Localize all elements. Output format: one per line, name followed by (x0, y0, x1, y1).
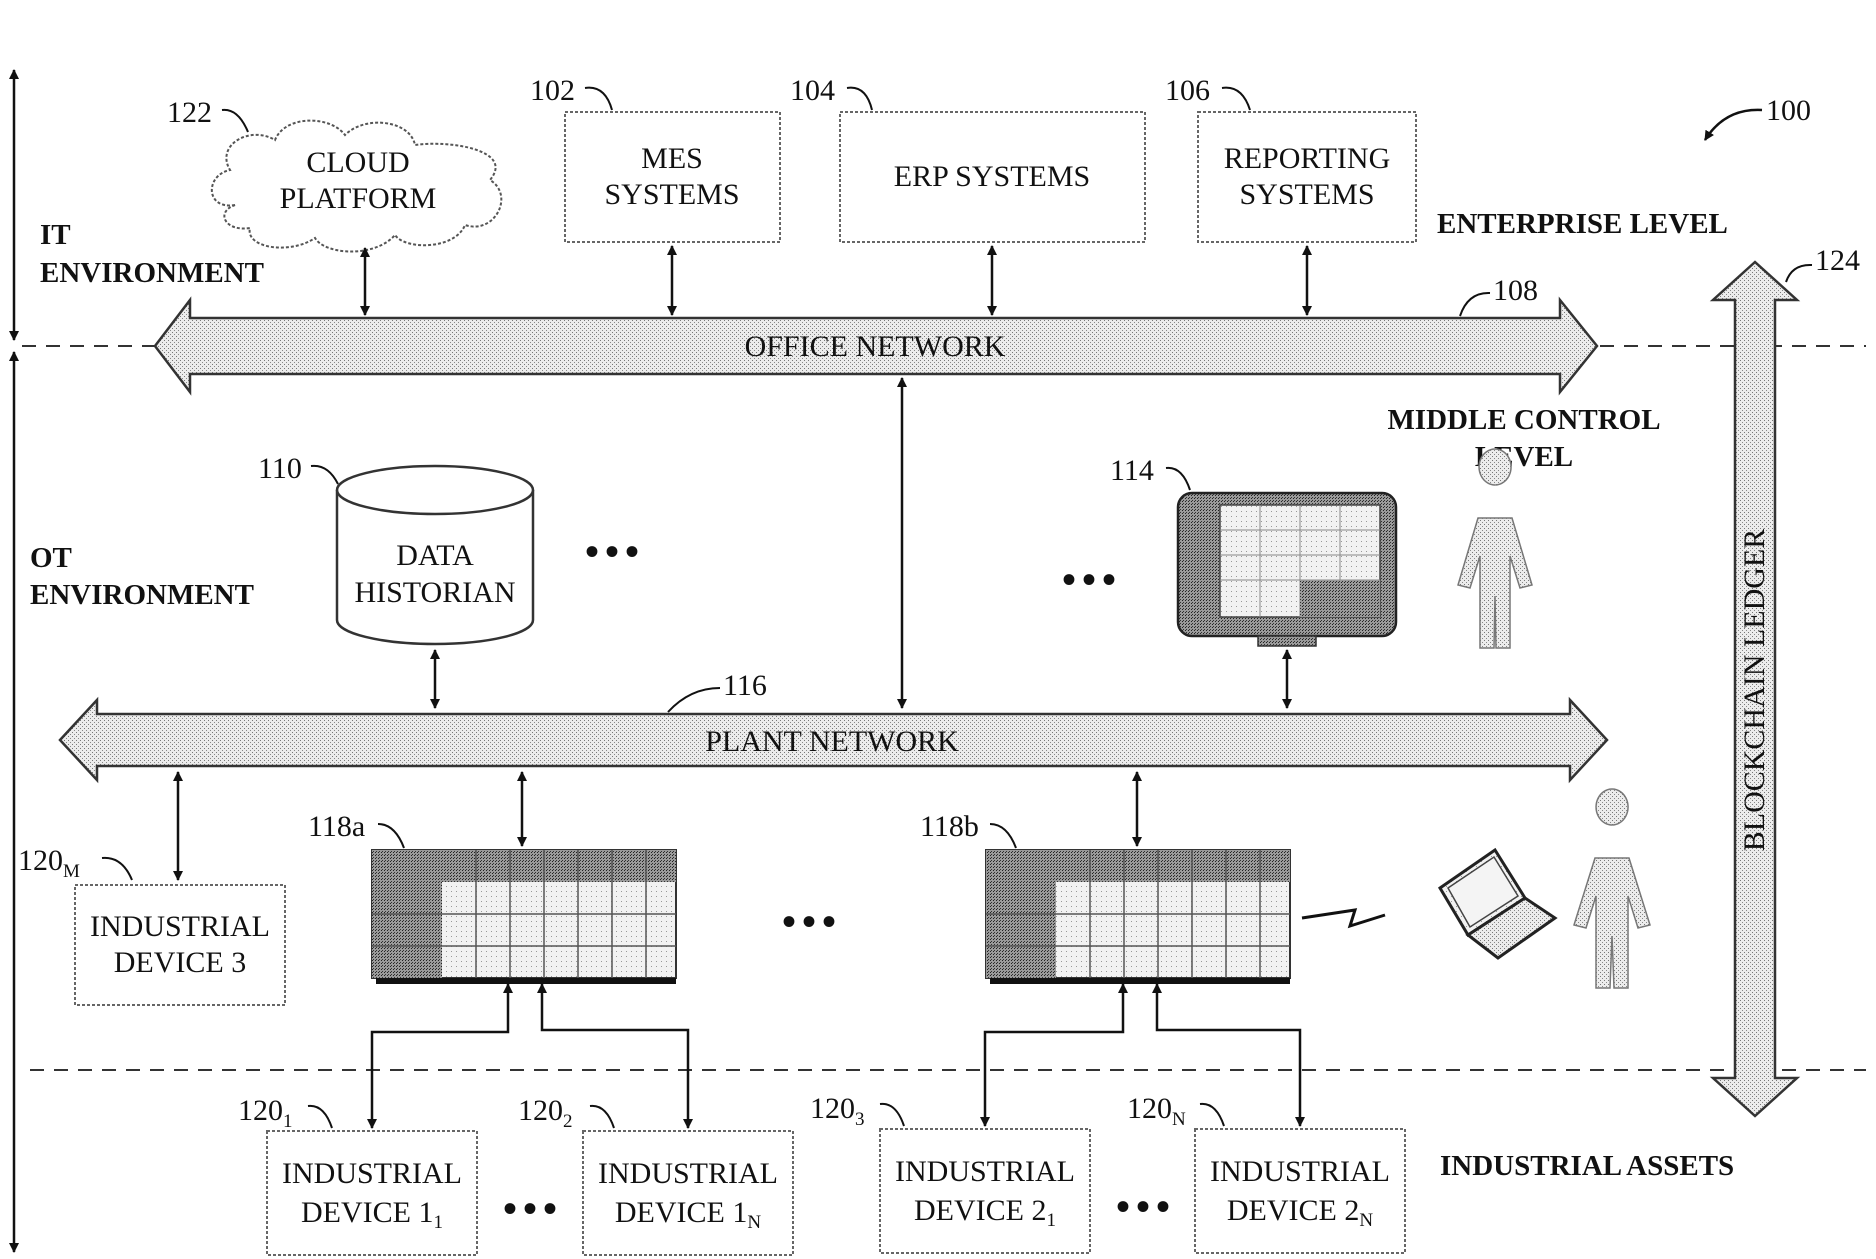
enterprise-level-label: ENTERPRISE LEVEL (1437, 208, 1728, 240)
plant-network-label: PLANT NETWORK (705, 725, 959, 758)
cloud-platform-label-1: CLOUD (306, 146, 409, 179)
laptop-icon (1440, 850, 1555, 958)
erp-systems-label: ERP SYSTEMS (894, 160, 1090, 193)
device2-1-link (985, 984, 1123, 1126)
mes-ref-leader (585, 88, 612, 110)
industrial-assets-label: INDUSTRIAL ASSETS (1440, 1150, 1734, 1182)
plant-network-ref-116: 116 (723, 669, 767, 702)
industrial-device-1-n-label-2: DEVICE 1N (615, 1196, 761, 1233)
device-ellipsis-2: ••• (1116, 1184, 1176, 1229)
controller-118a (372, 850, 676, 984)
device1-1-link (372, 984, 508, 1128)
industrial-device-3-label-1: INDUSTRIAL (90, 910, 270, 943)
controller-ref-118b: 118b (920, 810, 979, 843)
cloud-ref-122: 122 (167, 96, 212, 129)
reporting-systems-label-2: SYSTEMS (1239, 178, 1374, 211)
blockchain-ref-leader (1786, 265, 1812, 282)
office-network-label: OFFICE NETWORK (745, 330, 1006, 363)
figure-ref-100: 100 (1766, 94, 1811, 127)
hmi-ref-leader (1166, 468, 1190, 490)
device3-ref-120m: 120M (18, 844, 80, 882)
device2-n-ref-leader (1200, 1104, 1224, 1126)
technician-person-icon (1574, 789, 1650, 988)
industrial-device-2-1-label-1: INDUSTRIAL (895, 1155, 1075, 1188)
data-historian-label-1: DATA (396, 539, 474, 572)
controller-ref-118a: 118a (308, 810, 365, 843)
industrial-device-2-1-label-2: DEVICE 21 (914, 1194, 1056, 1231)
industrial-device-1-n-label-1: INDUSTRIAL (598, 1157, 778, 1190)
device1-n-ref-leader (590, 1106, 614, 1128)
device2-n-ref: 120N (1127, 1092, 1186, 1130)
it-environment-label-1: IT (40, 219, 71, 251)
device1-n-ref: 1202 (518, 1094, 573, 1132)
middle-control-label-1: MIDDLE CONTROL (1387, 404, 1660, 436)
erp-ref-104: 104 (790, 74, 835, 107)
mes-systems-label-2: SYSTEMS (604, 178, 739, 211)
cloud-ref-leader (222, 110, 248, 132)
industrial-device-1-1-box (267, 1131, 477, 1255)
ot-environment-label-1: OT (30, 542, 72, 574)
wireless-lightning-icon (1302, 910, 1385, 926)
it-environment-label-2: ENVIRONMENT (40, 257, 264, 289)
device2-1-ref: 1203 (810, 1092, 865, 1130)
hmi-ref-114: 114 (1110, 454, 1154, 487)
blockchain-ref-124: 124 (1815, 244, 1860, 277)
industrial-device-2-n-label-1: INDUSTRIAL (1210, 1155, 1390, 1188)
reporting-systems-label-1: REPORTING (1224, 142, 1391, 175)
device2-1-ref-leader (880, 1104, 904, 1126)
plant-network-ref-leader (668, 688, 720, 712)
device2-n-link (1157, 984, 1300, 1126)
middle-ellipsis-right: ••• (1062, 557, 1122, 602)
mes-ref-102: 102 (530, 74, 575, 107)
controller-118b-ref-leader (990, 824, 1016, 848)
ot-environment-label-2: ENVIRONMENT (30, 579, 254, 611)
device-ellipsis-1: ••• (503, 1186, 563, 1231)
data-historian-ref-110: 110 (258, 452, 302, 485)
hmi-terminal (1178, 493, 1396, 646)
reporting-ref-leader (1222, 88, 1250, 110)
controller-ellipsis: ••• (782, 899, 842, 944)
data-historian-ref-leader (311, 466, 338, 484)
controller-118a-ref-leader (378, 824, 404, 848)
industrial-device-2-1-box (880, 1129, 1090, 1253)
industrial-device-3-box (75, 885, 285, 1005)
reporting-ref-106: 106 (1165, 74, 1210, 107)
figure-ref-arrow (1705, 110, 1762, 140)
device1-1-ref: 1201 (238, 1094, 293, 1132)
reporting-systems-box (1198, 112, 1416, 242)
industrial-device-1-1-label-2: DEVICE 11 (301, 1196, 443, 1233)
data-historian-top (337, 466, 533, 514)
data-historian-label-2: HISTORIAN (354, 576, 515, 609)
cloud-platform-label-2: PLATFORM (280, 182, 437, 215)
device1-n-link (542, 984, 688, 1128)
mes-systems-label-1: MES (641, 142, 703, 175)
industrial-device-2-n-label-2: DEVICE 2N (1227, 1194, 1373, 1231)
industrial-device-1-n-box (583, 1131, 793, 1255)
industrial-device-2-n-box (1195, 1129, 1405, 1253)
device3-ref-leader (102, 858, 132, 880)
blockchain-ledger-label: BLOCKCHAIN LEDGER (1738, 529, 1771, 852)
device1-1-ref-leader (308, 1106, 332, 1128)
office-network-ref-leader (1460, 293, 1490, 316)
erp-ref-leader (847, 88, 872, 110)
office-network-ref-108: 108 (1493, 274, 1538, 307)
industrial-device-3-label-2: DEVICE 3 (114, 946, 246, 979)
operator-person-icon (1458, 449, 1532, 648)
controller-118b (986, 850, 1290, 984)
industrial-device-1-1-label-1: INDUSTRIAL (282, 1157, 462, 1190)
mes-systems-box (565, 112, 780, 242)
middle-ellipsis-left: ••• (585, 529, 645, 574)
